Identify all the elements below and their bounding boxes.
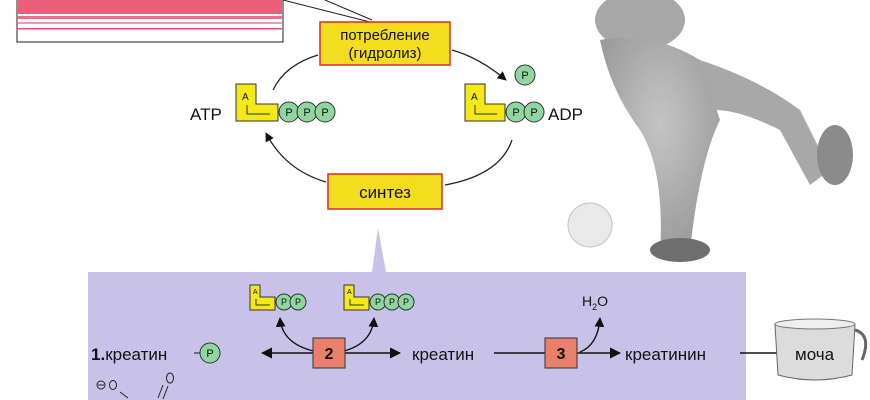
- svg-text:P: P: [321, 107, 328, 119]
- muscle-fiber-image: [16, 0, 373, 43]
- svg-text:P: P: [303, 107, 310, 119]
- cycle-arrow-top-left: [272, 54, 319, 91]
- svg-text:P: P: [285, 107, 292, 119]
- svg-text:3: 3: [557, 346, 566, 363]
- svg-text:P: P: [295, 297, 301, 307]
- svg-text:2: 2: [325, 346, 334, 363]
- cycle-arrow-bottom-right: [444, 139, 513, 186]
- svg-text:A: A: [347, 289, 352, 296]
- svg-text:P: P: [403, 297, 409, 307]
- adp-molecule-icon: A P P: [464, 83, 545, 123]
- svg-text:P: P: [281, 297, 287, 307]
- creatine-structure-fragment: [96, 372, 174, 400]
- enzyme-3-box: 3: [544, 337, 578, 369]
- atp-small-icon: A P P P: [343, 284, 415, 311]
- synthesis-label: синтез: [359, 183, 411, 202]
- hydrolysis-label-2: (гидролиз): [349, 45, 422, 62]
- svg-text:A: A: [253, 289, 258, 296]
- adp-label: ADP: [548, 105, 583, 124]
- creatine-phosphate-label: 1.креатин: [91, 345, 167, 364]
- creatine-pathway-panel: [88, 228, 746, 400]
- enzyme-2-box: 2: [312, 337, 346, 369]
- creatinine-label: креатинин: [625, 345, 706, 364]
- jar-icon: [774, 318, 868, 381]
- svg-text:P: P: [389, 297, 395, 307]
- water-label: H2O: [582, 293, 608, 312]
- svg-text:A: A: [242, 92, 249, 103]
- hydrolysis-box: потребление (гидролиз): [319, 21, 451, 66]
- svg-text:P: P: [375, 297, 381, 307]
- creatine-label: креатин: [412, 345, 474, 364]
- atp-molecule-icon: A P P P: [235, 83, 336, 123]
- cycle-arrow-bottom-left: [265, 132, 327, 183]
- arrow-to-adp: [275, 317, 319, 353]
- urine-label: моча: [795, 345, 835, 364]
- cycle-arrow-top-right: [451, 49, 507, 81]
- atp-label: ATP: [190, 105, 222, 124]
- arrow-to-water: [579, 317, 605, 353]
- svg-text:P: P: [521, 70, 528, 82]
- synthesis-box: синтез: [327, 173, 443, 210]
- svg-text:P: P: [206, 348, 213, 360]
- svg-text:A: A: [471, 92, 478, 103]
- svg-text:P: P: [530, 107, 537, 119]
- soccer-player-image: [567, 0, 853, 262]
- hydrolysis-label-1: потребление: [340, 27, 430, 44]
- creatine-phosphate-p-icon: P: [199, 342, 221, 364]
- adp-small-icon: A P P: [249, 284, 307, 311]
- free-phosphate-icon: P: [514, 64, 536, 86]
- svg-text:P: P: [512, 107, 519, 119]
